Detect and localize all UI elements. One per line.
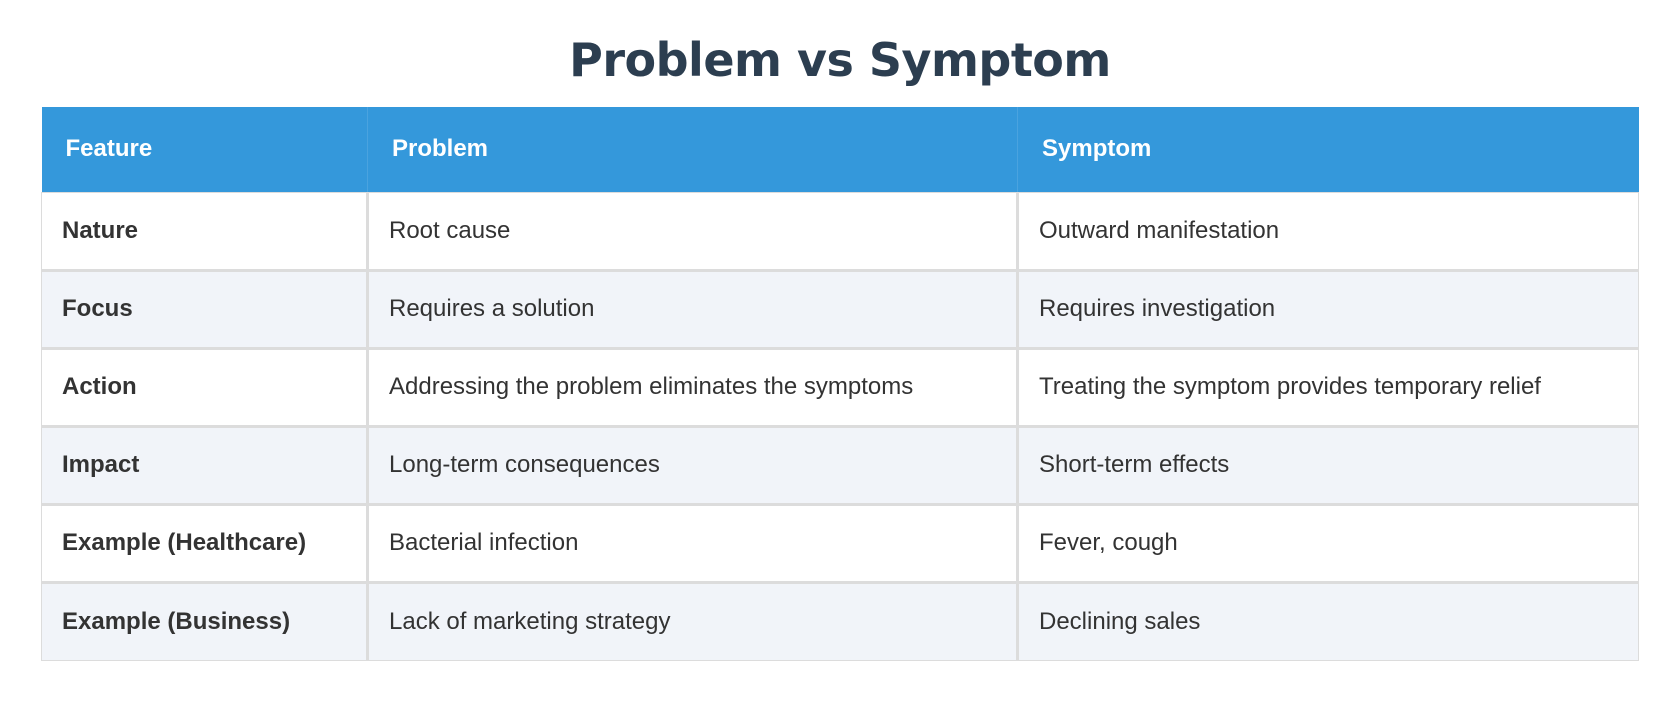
table-row: Focus Requires a solution Requires inves…	[41, 268, 1639, 350]
header-problem: Problem	[367, 107, 1018, 192]
table-row: Example (Business) Lack of marketing str…	[41, 580, 1639, 661]
problem-cell: Long-term consequences	[366, 424, 1019, 506]
problem-cell: Requires a solution	[366, 268, 1019, 350]
symptom-cell: Fever, cough	[1016, 502, 1639, 584]
table-row: Action Addressing the problem eliminates…	[41, 346, 1639, 428]
comparison-table-container: Feature Problem Symptom Nature Root caus…	[41, 107, 1639, 661]
header-feature: Feature	[41, 107, 368, 192]
symptom-cell: Requires investigation	[1016, 268, 1639, 350]
table-row: Nature Root cause Outward manifestation	[41, 191, 1639, 272]
feature-cell: Example (Healthcare)	[41, 502, 369, 584]
feature-cell: Impact	[41, 424, 369, 506]
comparison-table: Feature Problem Symptom Nature Root caus…	[41, 107, 1639, 661]
feature-cell: Focus	[41, 268, 369, 350]
table-row: Example (Healthcare) Bacterial infection…	[41, 502, 1639, 584]
feature-cell: Action	[41, 346, 369, 428]
table-row: Impact Long-term consequences Short-term…	[41, 424, 1639, 506]
table-header: Feature Problem Symptom	[41, 107, 1639, 192]
feature-cell: Example (Business)	[41, 580, 369, 661]
symptom-cell: Treating the symptom provides temporary …	[1016, 346, 1639, 428]
symptom-cell: Declining sales	[1016, 580, 1639, 661]
header-symptom: Symptom	[1017, 107, 1639, 192]
header-row: Feature Problem Symptom	[41, 107, 1639, 192]
problem-cell: Lack of marketing strategy	[366, 580, 1019, 661]
table-body: Nature Root cause Outward manifestation …	[41, 191, 1639, 661]
symptom-cell: Short-term effects	[1016, 424, 1639, 506]
symptom-cell: Outward manifestation	[1016, 191, 1639, 272]
problem-cell: Bacterial infection	[366, 502, 1019, 584]
feature-cell: Nature	[41, 191, 369, 272]
page-title: Problem vs Symptom	[569, 33, 1111, 87]
problem-cell: Addressing the problem eliminates the sy…	[366, 346, 1019, 428]
problem-cell: Root cause	[366, 191, 1019, 272]
